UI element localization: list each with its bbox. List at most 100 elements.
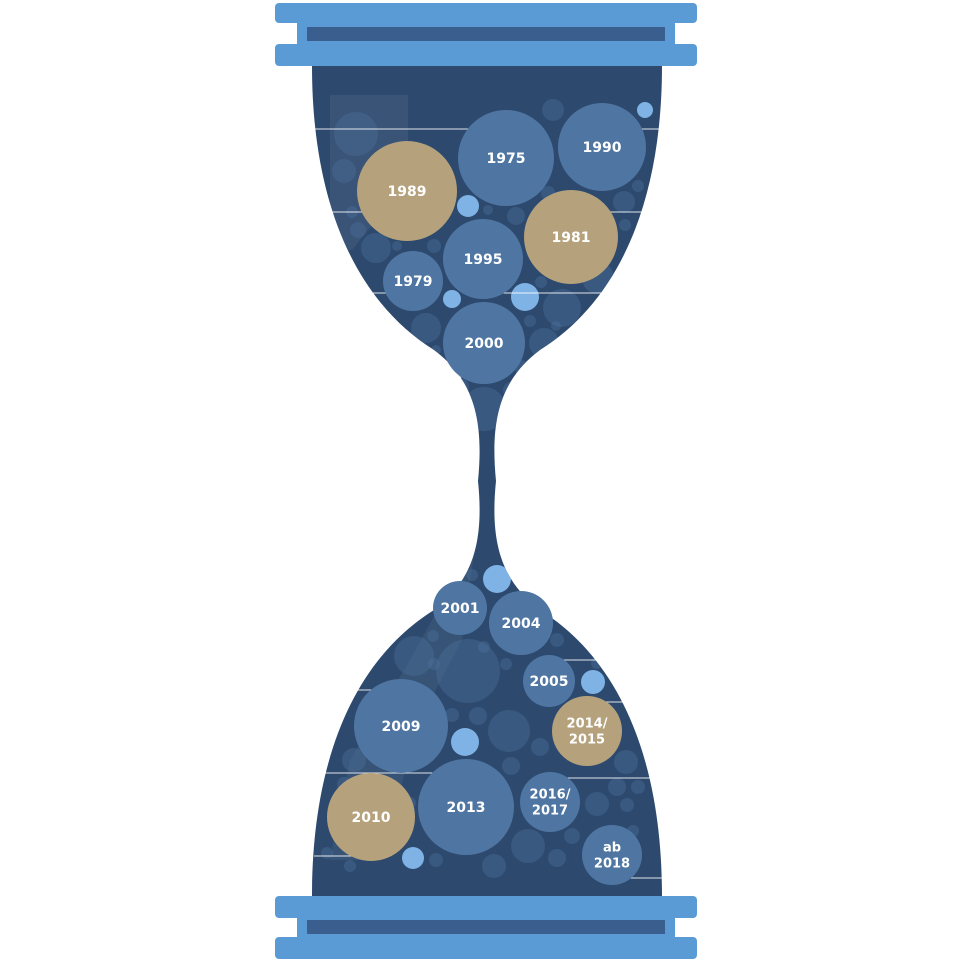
year-circle — [520, 772, 580, 832]
year-circle — [489, 591, 553, 655]
background-bubble — [350, 222, 366, 238]
background-bubble — [511, 283, 539, 311]
background-bubble — [409, 338, 419, 348]
year-circle — [443, 302, 525, 384]
background-bubble — [503, 382, 519, 398]
background-bubble — [392, 241, 402, 251]
background-bubble — [619, 219, 631, 231]
year-circle — [433, 581, 487, 635]
background-bubble — [632, 180, 644, 192]
year-circle — [582, 825, 642, 885]
background-bubble — [507, 207, 525, 225]
year-bubbles: 1975 1990 1989 1981 1995 1979 2000 2001 2004 2005… — [327, 103, 646, 885]
background-bubble — [550, 633, 564, 647]
year-bubble-2009: 2009 — [354, 679, 448, 773]
year-bubble-2005: 2005 — [523, 655, 575, 707]
background-bubble — [321, 847, 333, 859]
year-bubble-1981: 1981 — [524, 190, 618, 284]
year-bubble-1989: 1989 — [357, 141, 457, 241]
background-bubble — [478, 641, 490, 653]
background-bubble — [551, 321, 561, 331]
background-bubble — [443, 290, 461, 308]
year-circle — [443, 219, 523, 299]
year-bubble-2000: 2000 — [443, 302, 525, 384]
year-circle — [357, 141, 457, 241]
background-bubble — [524, 315, 536, 327]
year-bubble-2004: 2004 — [489, 591, 553, 655]
bottom-cap-slot-inner — [307, 920, 665, 934]
background-bubble — [429, 853, 443, 867]
year-bubble-2014-2015: 2014/2015 — [552, 696, 622, 766]
year-label: 2000 — [465, 336, 504, 352]
year-label: 2005 — [530, 674, 569, 690]
year-circle — [523, 655, 575, 707]
background-bubble — [428, 658, 440, 670]
background-bubble — [344, 860, 356, 872]
year-label: ab — [603, 841, 621, 856]
year-label: 1989 — [388, 184, 427, 200]
background-bubble — [531, 738, 549, 756]
year-bubble-2013: 2013 — [418, 759, 514, 855]
background-bubble — [502, 757, 520, 775]
background-bubble — [402, 847, 424, 869]
year-label: 2018 — [594, 857, 630, 872]
year-label: 1975 — [487, 151, 526, 167]
background-bubble — [631, 780, 645, 794]
background-bubble — [431, 345, 441, 355]
background-bubble — [511, 829, 545, 863]
background-bubble — [548, 849, 566, 867]
background-bubble — [488, 710, 530, 752]
bottom-cap-lower-bar — [275, 937, 697, 959]
background-bubble — [529, 328, 559, 358]
background-bubble — [608, 778, 626, 796]
background-bubble — [637, 102, 653, 118]
background-bubble — [585, 792, 609, 816]
year-bubble-1979: 1979 — [383, 251, 443, 311]
year-label: 2013 — [447, 800, 486, 816]
background-bubble — [451, 378, 469, 396]
year-label: 2004 — [502, 616, 541, 632]
background-bubble — [342, 748, 366, 772]
year-circle — [354, 679, 448, 773]
year-label: 2001 — [441, 601, 480, 617]
background-bubble — [334, 112, 378, 156]
background-bubble — [466, 569, 478, 581]
background-bubble — [482, 854, 506, 878]
top-cap-upper-bar — [275, 3, 697, 23]
background-bubble — [613, 191, 635, 213]
background-bubble — [581, 670, 605, 694]
background-bubble — [483, 565, 511, 593]
background-bubble — [445, 708, 459, 722]
background-bubble — [436, 639, 500, 703]
background-bubble — [437, 357, 447, 367]
year-bubble-1995: 1995 — [443, 219, 523, 299]
background-bubble — [457, 195, 479, 217]
year-label: 1990 — [583, 140, 622, 156]
background-bubble — [427, 630, 439, 642]
year-circle — [458, 110, 554, 206]
background-bubble — [483, 205, 493, 215]
background-bubble — [469, 707, 487, 725]
year-circle — [524, 190, 618, 284]
year-circle — [327, 773, 415, 861]
background-bubble — [451, 728, 479, 756]
background-bubble — [332, 159, 356, 183]
year-label: 2016/ — [530, 788, 571, 803]
background-bubble — [361, 233, 391, 263]
background-bubble — [462, 387, 506, 431]
background-bubble — [564, 828, 580, 844]
year-label: 1979 — [394, 274, 433, 290]
year-label: 2010 — [352, 810, 391, 826]
year-circle — [552, 696, 622, 766]
year-circle — [383, 251, 443, 311]
year-label: 2017 — [532, 804, 568, 819]
background-bubble — [591, 657, 603, 669]
top-cap-slot-inner — [307, 27, 665, 41]
year-label: 2014/ — [567, 717, 608, 732]
year-label: 1981 — [552, 230, 591, 246]
year-label: 2015 — [569, 733, 605, 748]
hourglass-top-cap — [275, 3, 697, 66]
background-bubble — [614, 750, 638, 774]
